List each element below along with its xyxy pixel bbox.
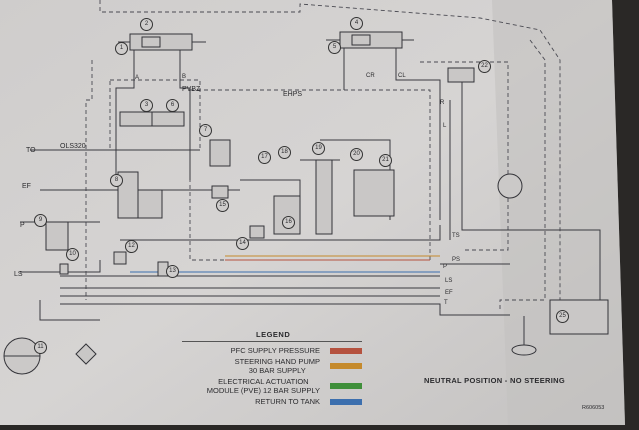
legend-item-swatch	[330, 383, 362, 389]
valve-block-10	[59, 263, 69, 275]
component-number-5: 5	[328, 41, 341, 54]
valve-block-14	[249, 225, 265, 239]
steering-motor	[497, 173, 523, 199]
component-number-3: 3	[140, 99, 153, 112]
valve-block-19	[315, 159, 333, 235]
label-ols: OLS320	[60, 143, 86, 150]
component-number-11: 11	[34, 341, 47, 354]
label-r: R	[440, 100, 445, 106]
status-caption: NEUTRAL POSITION - NO STEERING	[424, 376, 565, 385]
label-ef-right: EF	[445, 290, 453, 296]
component-number-4: 4	[350, 17, 363, 30]
label-to: TO	[26, 147, 36, 154]
label-p-left: P	[20, 222, 25, 229]
component-number-19: 19	[312, 142, 325, 155]
label-l: L	[443, 123, 447, 129]
label-cl: CL	[398, 73, 406, 79]
component-number-7: 7	[199, 124, 212, 137]
dashed-boundary-top	[99, 0, 561, 300]
label-ls-left: LS	[14, 271, 23, 278]
legend-item-4: RETURN TO TANK	[172, 397, 368, 406]
legend-title-underline	[182, 341, 362, 342]
component-number-15: 15	[216, 199, 229, 212]
component-number-22: 22	[478, 60, 491, 73]
legend-item-swatch	[330, 398, 362, 405]
legend-item-swatch	[330, 347, 362, 354]
pump-11	[3, 337, 41, 375]
page-fold	[492, 0, 625, 425]
component-number-20: 20	[350, 148, 363, 161]
component-number-14: 14	[236, 237, 249, 250]
label-ef-left: EF	[22, 183, 31, 190]
component-number-1: 1	[115, 42, 128, 55]
component-number-13: 13	[166, 265, 179, 278]
legend-box: LEGEND PFC SUPPLY PRESSURE STEERING HAND …	[172, 330, 368, 418]
valve-block-12	[113, 251, 127, 265]
component-number-10: 10	[66, 248, 79, 261]
label-b: B	[182, 74, 187, 80]
legend-item-3: ELECTRICAL ACTUATION MODULE (PVE) 12 BAR…	[172, 377, 368, 395]
label-p-right: P	[443, 264, 448, 270]
component-number-18: 18	[278, 146, 291, 159]
component-number-8: 8	[110, 174, 123, 187]
label-ps: PS	[452, 257, 461, 263]
valve-block-15	[211, 185, 229, 199]
dashed-loop	[499, 39, 546, 310]
dashed-boundary-right	[420, 61, 509, 251]
label-ls-right: LS	[445, 278, 453, 284]
label-ehps: EHPS	[283, 91, 303, 98]
component-number-2: 2	[140, 18, 153, 31]
legend-item-swatch	[330, 363, 362, 369]
component-number-9: 9	[34, 214, 47, 227]
legend-item-text: RETURN TO TANK	[255, 397, 320, 406]
legend-item-1: PFC SUPPLY PRESSURE	[172, 346, 368, 355]
legend-title: LEGEND	[256, 330, 291, 339]
component-number-16: 16	[282, 216, 295, 229]
label-pvbz: PVBZ	[182, 86, 201, 93]
cylinder-right	[326, 31, 414, 49]
valve-block-8	[117, 171, 163, 219]
legend-item-2: STEERING HAND PUMP 30 BAR SUPPLY	[172, 357, 368, 375]
filter	[75, 343, 97, 365]
dashed-boundary-left	[85, 60, 93, 300]
component-number-25: 25	[556, 310, 569, 323]
wheel-symbol	[511, 316, 537, 356]
legend-item-text: STEERING HAND PUMP 30 BAR SUPPLY	[234, 357, 320, 375]
component-number-17: 17	[258, 151, 271, 164]
component-number-12: 12	[125, 240, 138, 253]
label-t-right: T	[444, 300, 448, 306]
component-number-21: 21	[379, 154, 392, 167]
legend-item-text: PFC SUPPLY PRESSURE	[230, 346, 320, 355]
legend-item-text: ELECTRICAL ACTUATION MODULE (PVE) 12 BAR…	[206, 377, 320, 395]
valve-block-9	[45, 221, 69, 251]
valve-block-20	[353, 169, 395, 217]
paper-page	[0, 0, 625, 425]
valve-block-7	[209, 139, 231, 167]
dashed-pvbz	[109, 79, 201, 151]
label-cr: CR	[366, 73, 375, 79]
label-ts: TS	[452, 233, 460, 239]
valve-block-22	[447, 67, 475, 83]
valve-block-3	[119, 111, 185, 127]
reference-code: R606053	[582, 405, 605, 411]
component-number-6: 6	[166, 99, 179, 112]
label-a: A	[135, 75, 140, 81]
